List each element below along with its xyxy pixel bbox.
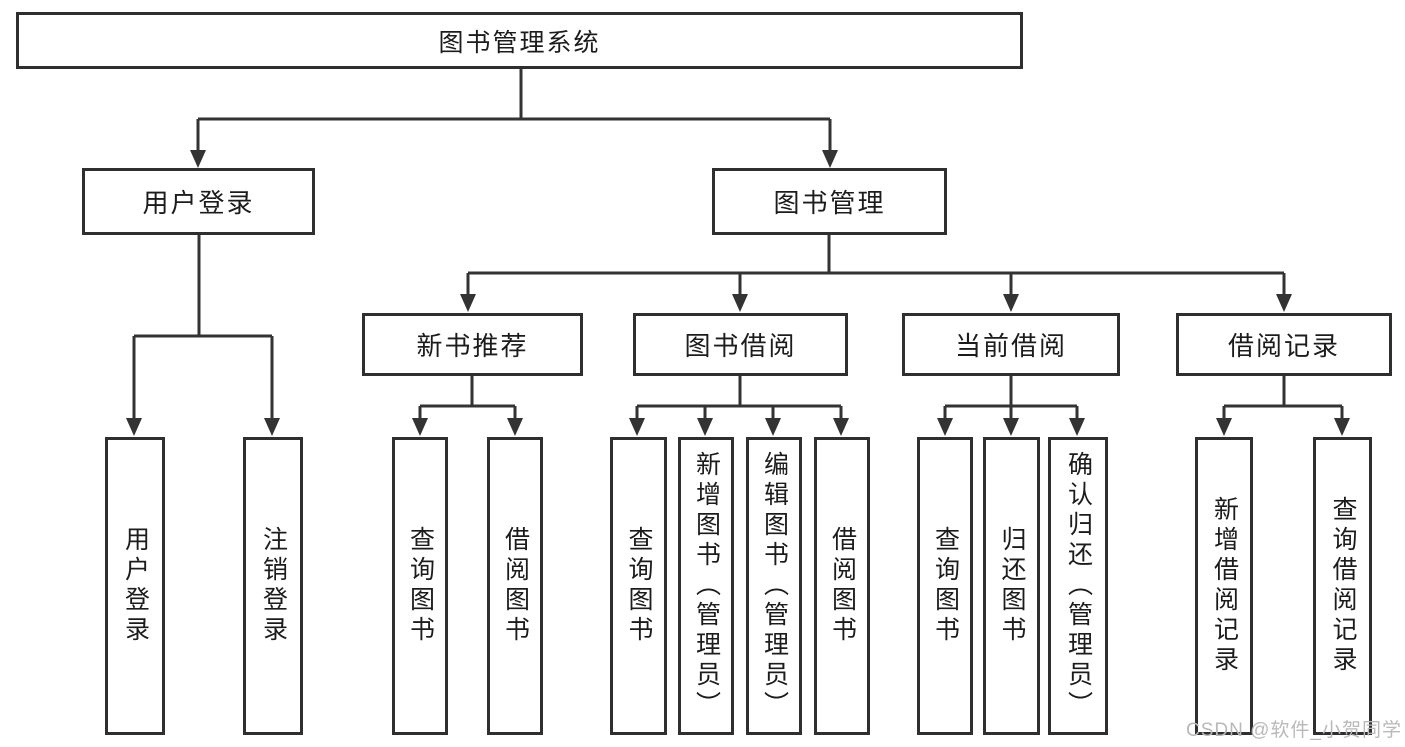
leaf-borrow-books: 借阅图书	[814, 437, 870, 735]
leaf-query-books-recommend: 查询图书	[392, 437, 448, 735]
leaf-query-books-borrow: 查询图书	[610, 437, 667, 735]
leaf-label: 用户登录	[121, 526, 150, 646]
leaf-label: 借阅图书	[828, 526, 857, 646]
leaf-label: 查询图书	[625, 526, 653, 646]
leaf-logout: 注销登录	[243, 437, 303, 735]
leaf-borrow-books-recommend: 借阅图书	[487, 437, 543, 735]
leaf-label: 查询图书	[406, 526, 435, 646]
leaf-label: 借阅图书	[501, 526, 530, 646]
leaf-label: 归还图书	[998, 526, 1026, 646]
leaf-edit-books-admin: 编辑图书（管理员）	[746, 437, 802, 735]
csdn-watermark: CSDN @软件_小贺同学	[1186, 720, 1402, 741]
leaf-label: 新增图书（管理员）	[692, 451, 721, 721]
leaf-return-books: 归还图书	[983, 437, 1040, 735]
node-library-system: 图书管理系统	[16, 12, 1023, 69]
leaf-confirm-return-admin: 确认归还（管理员）	[1048, 437, 1108, 735]
leaf-label: 查询图书	[931, 526, 960, 646]
leaf-add-books-admin: 新增图书（管理员）	[678, 437, 734, 735]
node-current-borrow: 当前借阅	[902, 313, 1120, 376]
leaf-add-borrow-record: 新增借阅记录	[1195, 437, 1253, 735]
node-user-login: 用户登录	[82, 168, 315, 235]
node-new-book-recommend: 新书推荐	[362, 313, 583, 376]
node-borrow-records: 借阅记录	[1176, 313, 1392, 376]
node-book-management: 图书管理	[712, 168, 947, 235]
node-book-borrow: 图书借阅	[633, 313, 848, 376]
leaf-label: 查询借阅记录	[1329, 496, 1357, 676]
tree-branch-lines	[132, 67, 1344, 420]
leaf-query-books-current: 查询图书	[917, 437, 973, 735]
leaf-label: 新增借阅记录	[1210, 496, 1239, 676]
leaf-label: 确认归还（管理员）	[1064, 451, 1093, 721]
leaf-query-borrow-record: 查询借阅记录	[1313, 437, 1372, 735]
leaf-label: 注销登录	[259, 526, 288, 646]
leaf-user-login: 用户登录	[105, 437, 165, 735]
leaf-label: 编辑图书（管理员）	[760, 451, 789, 721]
